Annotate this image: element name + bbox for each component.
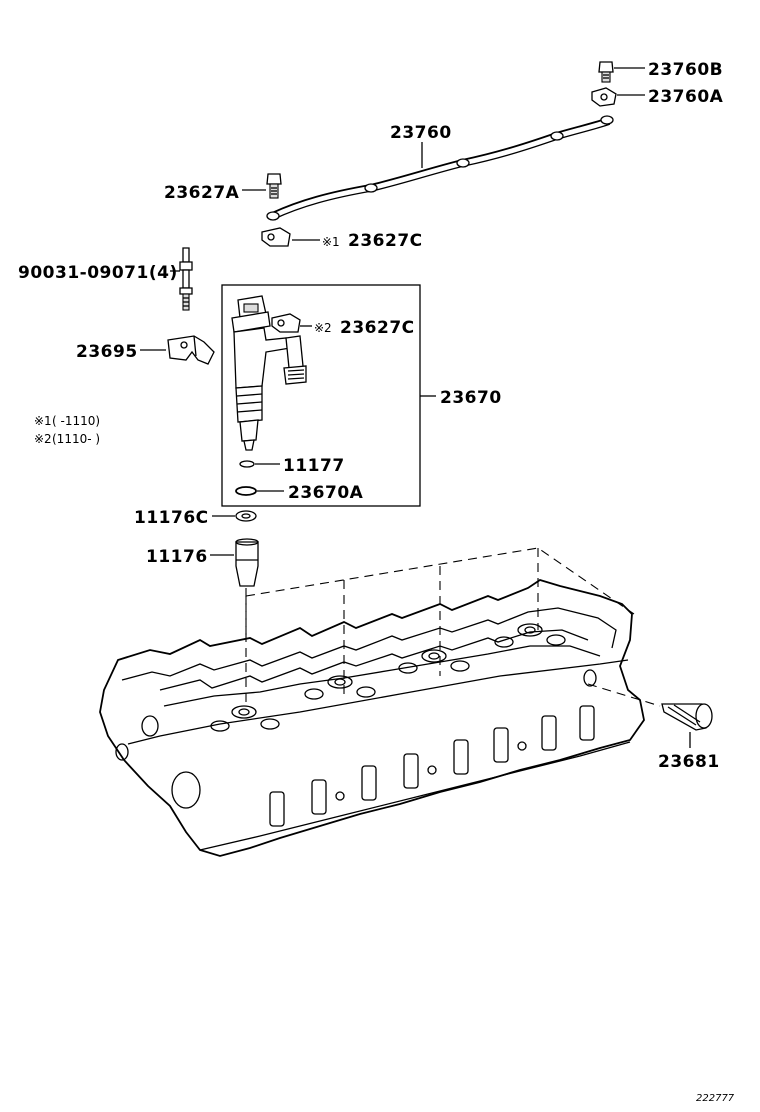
bolt-23627a[interactable] <box>266 173 282 199</box>
clip-23627c-2[interactable] <box>271 313 301 333</box>
sleeve-11176[interactable] <box>235 538 259 587</box>
label-23760: 23760 <box>390 123 452 143</box>
label-23681: 23681 <box>658 752 720 772</box>
label-11176: 11176 <box>146 547 208 567</box>
valve-cover-outline <box>245 547 635 700</box>
bracket-23760a[interactable] <box>591 87 617 107</box>
injector-23670[interactable] <box>231 295 307 451</box>
mark-1-clip: ※1 <box>322 235 340 249</box>
label-11177: 11177 <box>283 456 345 476</box>
label-23670a: 23670A <box>288 483 364 503</box>
label-23627c-2: 23627C <box>340 318 415 338</box>
note-1-mark: ※1 <box>34 414 52 428</box>
label-90031-09071: 90031-09071(4) <box>18 263 178 283</box>
clamp-23695[interactable] <box>167 335 215 365</box>
leakage-pipe-23760[interactable] <box>266 115 614 221</box>
note-2-mark: ※2 <box>34 432 52 446</box>
label-23670: 23670 <box>440 388 502 408</box>
gasket-23670a[interactable] <box>235 486 257 496</box>
plug-install-line <box>587 683 661 707</box>
label-23627c-1: 23627C <box>348 231 423 251</box>
o-ring-11177[interactable] <box>239 460 255 468</box>
label-23627a: 23627A <box>164 183 240 203</box>
cylinder-head[interactable] <box>99 579 645 857</box>
note-2-text: (1110- ) <box>52 432 100 446</box>
label-11176c: 11176C <box>134 508 209 528</box>
reference-number: 222777 <box>696 1093 735 1104</box>
seal-11176c[interactable] <box>235 510 257 522</box>
label-23760b: 23760B <box>648 60 723 80</box>
label-23695: 23695 <box>76 342 138 362</box>
bolt-23760b[interactable] <box>598 61 614 83</box>
mark-2-clip: ※2 <box>314 321 332 335</box>
clip-23627c-1[interactable] <box>261 227 291 247</box>
plug-23681[interactable] <box>661 703 713 731</box>
label-23760a: 23760A <box>648 87 724 107</box>
bolt-90031-09071[interactable] <box>179 247 193 311</box>
note-1-text: ( -1110) <box>52 414 100 428</box>
